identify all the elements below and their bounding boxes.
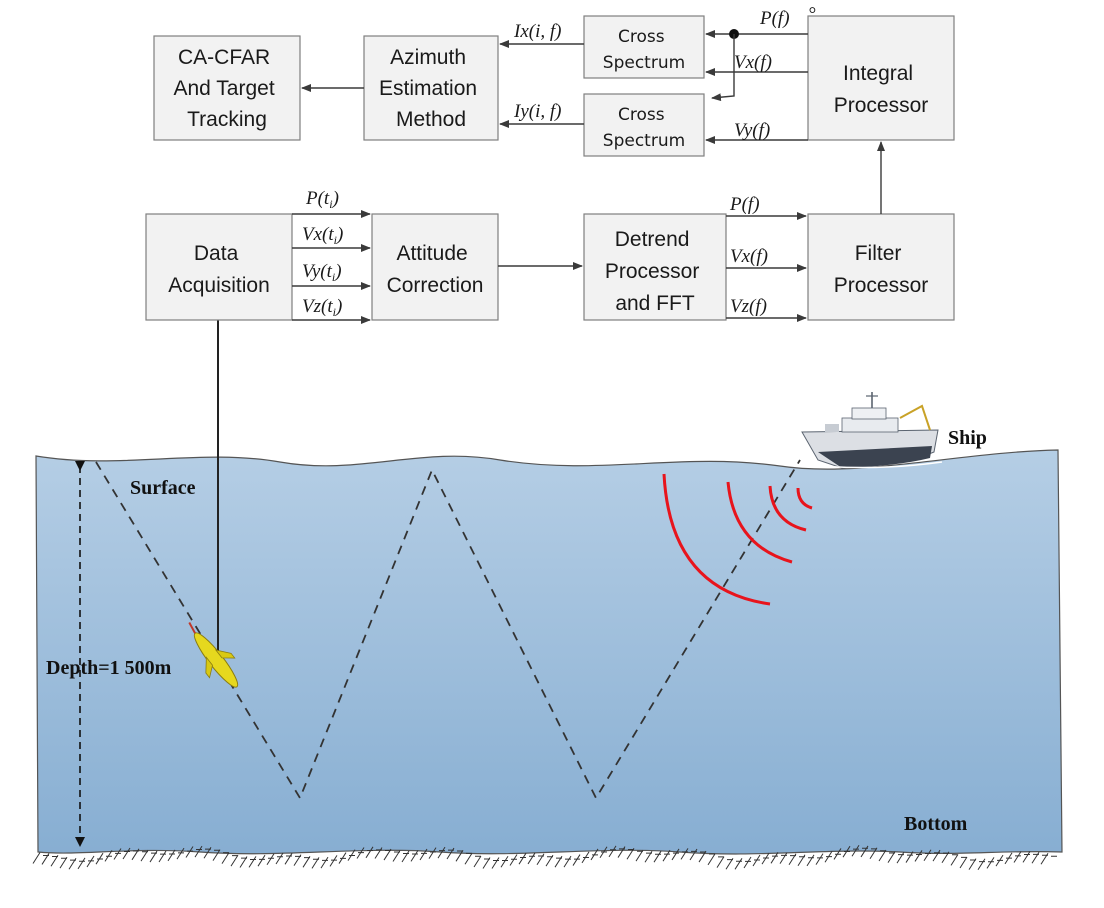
acquisition-line-2: Acquisition xyxy=(168,274,270,297)
bottom-label: Bottom xyxy=(904,813,968,835)
azimuth-line-2: Estimation xyxy=(379,77,477,100)
svg-text:Azimuth Estimation: Azimuth Estimation Method xyxy=(379,46,483,131)
glider-icon xyxy=(188,622,239,688)
pt-label: P(ti) xyxy=(305,188,339,211)
cfar-line-2: And Target xyxy=(173,77,274,100)
filter-line-1: Filter xyxy=(855,242,902,265)
azimuth-line-1: Azimuth xyxy=(390,46,466,69)
degree-label: ° xyxy=(808,4,816,25)
vzf-label: Vz(f) xyxy=(730,296,767,317)
seabed-hatching xyxy=(32,844,1057,871)
cfar-block: CA-CFAR And Target Tracking xyxy=(153,35,301,141)
iy-label: Iy(i, f) xyxy=(513,101,561,122)
svg-text:Filter Processor: Filter Processor xyxy=(834,242,929,297)
azimuth-block: Azimuth Estimation Method xyxy=(363,35,499,141)
attitude-line-1: Attitude xyxy=(396,242,467,265)
svg-text:CA-CFAR And Target: CA-CFAR And Target Tracking xyxy=(173,46,280,131)
arrow-pf-to-cross2 xyxy=(711,34,735,102)
azimuth-line-3: Method xyxy=(396,108,466,131)
cross-spectrum-block-1: Cross Spectrum xyxy=(583,15,705,79)
sound-waves-icon xyxy=(662,473,813,606)
cross1-line-2: Spectrum xyxy=(603,53,685,73)
signal-labels: Ix(i, f) Iy(i, f) P(f) ° Vx(f) Vy(f) P(t… xyxy=(302,4,816,319)
seabed-hatch-marks xyxy=(32,844,1057,871)
filter-processor-block: Filter Processor xyxy=(807,213,955,321)
svg-text:Cross Spectrum: Cross Spectrum xyxy=(603,27,685,73)
detrend-line-2: Processor xyxy=(605,260,700,283)
ocean xyxy=(35,449,1063,855)
attitude-line-2: Correction xyxy=(387,274,484,297)
data-acquisition-block: Data Acquisition xyxy=(145,213,293,321)
ix-label: Ix(i, f) xyxy=(513,21,561,42)
cross1-line-1: Cross xyxy=(618,27,665,47)
svg-text:Data Acquisition: Data Acquisition xyxy=(168,242,270,297)
depth-label: Depth=1 500m xyxy=(46,657,172,679)
acquisition-line-1: Data xyxy=(194,242,239,265)
connections xyxy=(292,29,885,324)
pf-top-label: P(f) xyxy=(759,8,790,29)
svg-text:Integral Processor: Integral Processor xyxy=(834,62,929,117)
water-body xyxy=(35,449,1063,855)
svg-text:Cross Spectrum: Cross Spectrum xyxy=(603,105,685,151)
detrend-line-1: Detrend xyxy=(615,228,690,251)
vzt-label: Vz(ti) xyxy=(302,296,342,319)
cross2-line-2: Spectrum xyxy=(603,131,685,151)
detrend-line-3: and FFT xyxy=(615,292,695,315)
surface-label: Surface xyxy=(130,477,196,499)
vxt-label: Vx(ti) xyxy=(302,224,343,247)
pf-label: P(f) xyxy=(729,194,760,215)
ship-label: Ship xyxy=(948,427,987,449)
ship-icon xyxy=(799,392,943,469)
integral-line-1: Integral xyxy=(843,62,913,85)
cfar-line-3: Tracking xyxy=(187,108,267,131)
attitude-correction-block: Attitude Correction xyxy=(371,213,499,321)
integral-processor-block: Integral Processor xyxy=(807,15,955,141)
cfar-line-1: CA-CFAR xyxy=(178,46,270,69)
cross2-line-1: Cross xyxy=(618,105,665,125)
svg-text:Detrend Processor: Detrend Processor and FFT xyxy=(605,228,705,315)
vyt-label: Vy(ti) xyxy=(302,261,342,284)
vxf-label: Vx(f) xyxy=(730,246,768,267)
filter-line-2: Processor xyxy=(834,274,929,297)
vx-f-top-label: Vx(f) xyxy=(734,52,772,73)
detrend-fft-block: Detrend Processor and FFT xyxy=(583,213,727,321)
vy-f-top-label: Vy(f) xyxy=(734,120,770,141)
integral-line-2: Processor xyxy=(834,94,929,117)
cross-spectrum-block-2: Cross Spectrum xyxy=(583,93,705,157)
svg-text:Attitude Correction: Attitude Correction xyxy=(387,242,484,297)
